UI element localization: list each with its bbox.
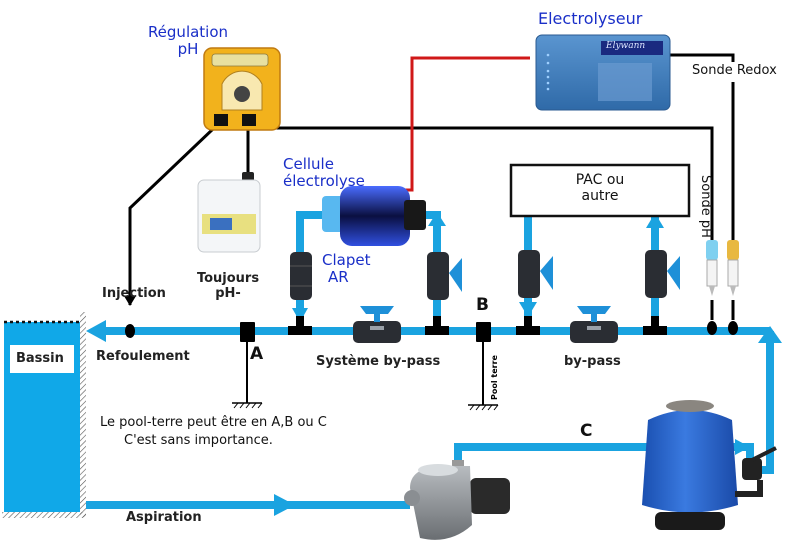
clapet-label-line1: Clapet bbox=[322, 251, 371, 269]
pac-label-line1: PAC ou bbox=[575, 172, 625, 188]
point-b-label: B bbox=[476, 295, 489, 315]
pac-label-line2: autre bbox=[581, 188, 619, 205]
canister-icon bbox=[197, 172, 261, 253]
electrolysis-cell bbox=[322, 186, 426, 246]
bidon-label-line1: Toujours bbox=[196, 272, 260, 286]
arrow-pac-up bbox=[646, 213, 664, 228]
pool-terre-label: Pool terre bbox=[490, 355, 499, 400]
pac-box bbox=[509, 163, 691, 218]
pool-pump-icon[interactable] bbox=[404, 460, 510, 540]
point-a-label: A bbox=[250, 344, 264, 364]
ph-probe-contact bbox=[707, 321, 717, 335]
arrow-riser bbox=[758, 326, 782, 343]
clapet-label: Clapet AR bbox=[322, 251, 371, 287]
clapet-label-line2: AR bbox=[328, 268, 349, 287]
refoulement-label: Refoulement bbox=[96, 349, 190, 364]
pool-basin bbox=[2, 312, 86, 518]
cellule-label-line2: électrolyse bbox=[283, 172, 365, 191]
electrolyseur-brand: Elywann bbox=[606, 41, 646, 51]
ball-valve-cell-outlet[interactable] bbox=[427, 252, 462, 300]
arrow-cell-down bbox=[292, 308, 308, 322]
systeme-bypass-label: Système by-pass bbox=[316, 354, 441, 369]
ball-valve-bypass-main[interactable] bbox=[353, 306, 401, 343]
sonde-ph-label: Sonde pH bbox=[698, 175, 713, 238]
ground-point-b bbox=[468, 322, 499, 411]
control-cables bbox=[128, 53, 735, 320]
bidon-label: Toujours pH- bbox=[192, 272, 264, 300]
point-c-label: C bbox=[580, 421, 593, 441]
ph-probe-icon bbox=[706, 240, 718, 296]
flow-arrows bbox=[86, 212, 782, 516]
bidon-label-line2: pH- bbox=[215, 285, 241, 300]
cellule-label-line1: Cellule bbox=[283, 155, 334, 173]
ball-valve-pac-outlet[interactable] bbox=[645, 250, 680, 298]
aspiration-label: Aspiration bbox=[126, 510, 202, 525]
control-box-icon[interactable] bbox=[535, 34, 671, 111]
sand-filter-icon[interactable] bbox=[642, 400, 777, 530]
electrolyseur-label: Electrolyseur bbox=[538, 9, 643, 28]
arrow-pac-down bbox=[519, 302, 537, 317]
injection-label: Injection bbox=[102, 286, 166, 301]
redox-probe-icon bbox=[727, 240, 739, 296]
arrow-to-filter bbox=[735, 439, 750, 455]
arrow-refoulement bbox=[86, 320, 106, 342]
regulation-ph-label-line1: Régulation bbox=[147, 23, 229, 41]
arrow-aspiration bbox=[274, 494, 295, 516]
note-line2: C'est sans importance. bbox=[124, 433, 273, 448]
check-valve-clapet bbox=[290, 252, 312, 300]
sonde-redox-label: Sonde Redox bbox=[692, 63, 777, 78]
redox-probe-contact bbox=[728, 321, 738, 335]
regulation-ph-label-line2: pH bbox=[177, 40, 199, 59]
dosing-pump-icon[interactable] bbox=[203, 47, 281, 131]
ground-point-a bbox=[232, 322, 263, 409]
bypass-label: by-pass bbox=[564, 354, 621, 369]
injection-point bbox=[124, 296, 136, 338]
tee-fittings bbox=[288, 316, 667, 335]
note-line1: Le pool-terre peut être en A,B ou C bbox=[100, 415, 327, 430]
regulation-ph-label: Régulation pH bbox=[140, 23, 236, 59]
cellule-label: Cellule électrolyse bbox=[283, 155, 365, 191]
note-text: Le pool-terre peut être en A,B ou C C'es… bbox=[100, 414, 327, 450]
ball-valve-pac-inlet[interactable] bbox=[518, 250, 553, 298]
ball-valve-bypass-pac[interactable] bbox=[570, 306, 618, 343]
bassin-label: Bassin bbox=[16, 351, 64, 366]
pac-label: PAC ou autre bbox=[511, 172, 689, 204]
arrow-cell-up bbox=[428, 212, 446, 226]
